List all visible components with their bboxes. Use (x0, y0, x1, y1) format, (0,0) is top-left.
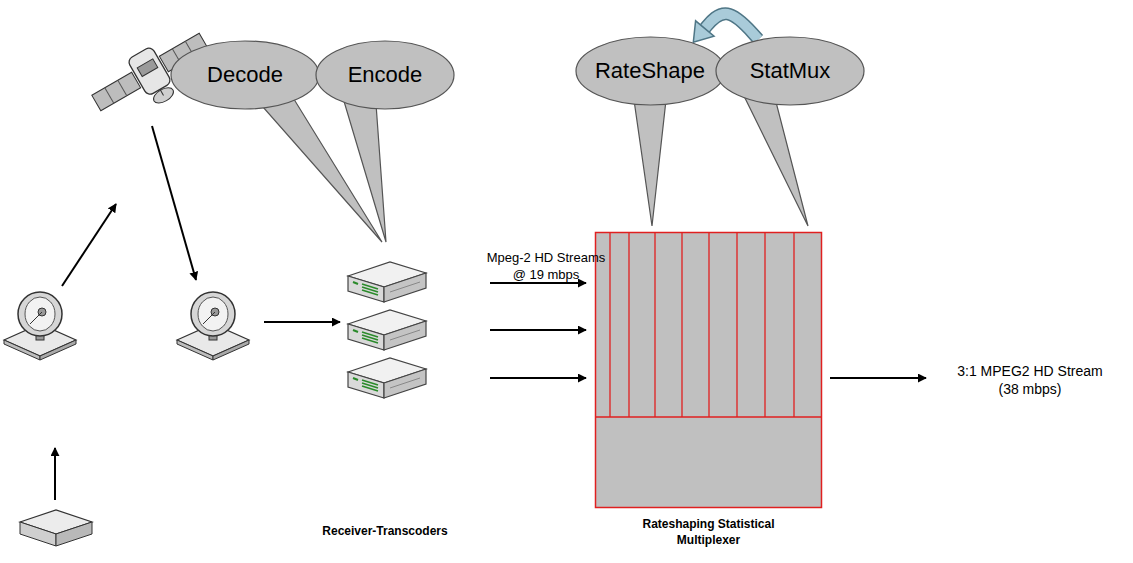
multiplexer-box: Rateshaping Statistical Multiplexer (595, 232, 822, 508)
callout-text: Decode (207, 60, 283, 90)
callout-tail (255, 96, 808, 242)
downlink-dish (177, 292, 249, 360)
callout-bubble: Decode (170, 40, 320, 110)
receiver-transcoder (348, 358, 426, 398)
multiplexer-outline (595, 232, 822, 508)
receiver-transcoder (348, 262, 426, 302)
output-label: 3:1 MPEG2 HD Stream (38 mbps) (950, 362, 1110, 398)
stream-label: Mpeg-2 HD Streams @ 19 mbps (482, 250, 610, 284)
callout-bubble: StatMux (715, 36, 865, 106)
receiver-transcoder (348, 310, 426, 350)
cycle-arrow (693, 14, 758, 43)
callout-text: RateShape (595, 56, 705, 86)
uplink-dish (4, 292, 76, 360)
callout-text: Encode (348, 60, 423, 90)
callout-bubble: RateShape (575, 36, 726, 106)
device-caption: Receiver-Transcoders (305, 524, 465, 540)
callout-bubble: Encode (315, 40, 455, 110)
callout-text: StatMux (750, 56, 831, 86)
source-device (20, 510, 92, 546)
device-caption: Rateshaping Statistical Multiplexer (624, 516, 794, 548)
